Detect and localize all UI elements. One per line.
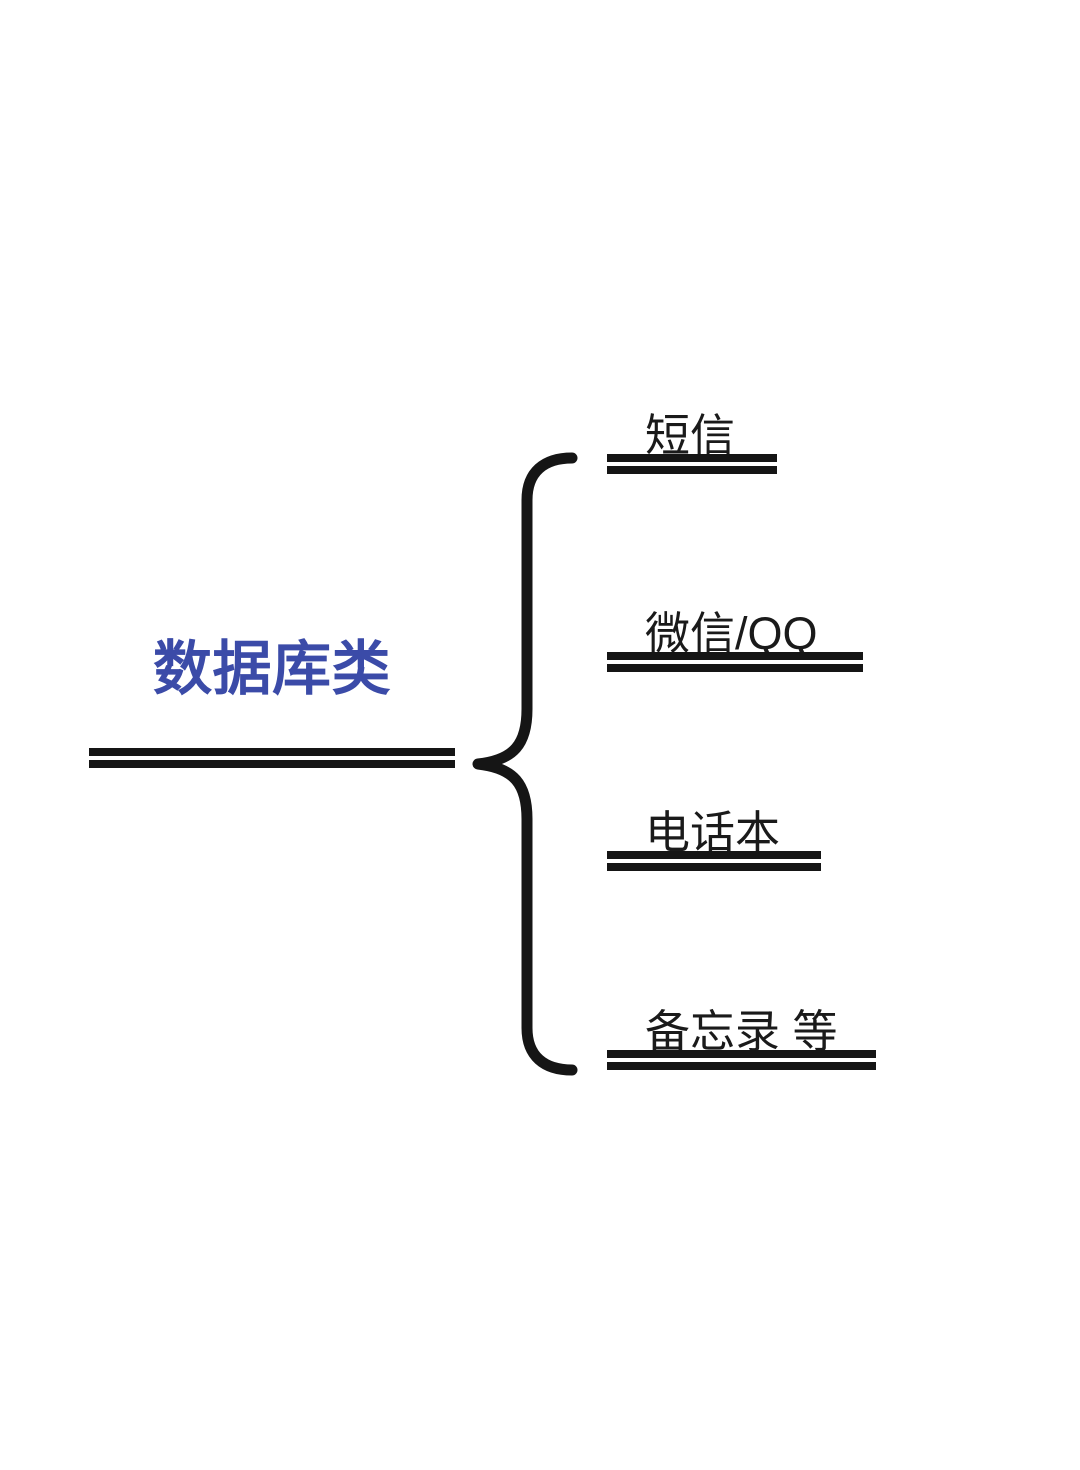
branch-4-underline-top-bar xyxy=(607,1050,876,1058)
branch-1-underline-top-bar xyxy=(607,454,777,462)
branch-label-4: 备忘录 等 xyxy=(645,1006,838,1057)
root-node-label: 数据库类 xyxy=(152,636,391,702)
branch-3-underline-bottom-bar xyxy=(607,863,821,871)
branch-2-underline-bottom-bar xyxy=(607,664,863,672)
branch-3-underline-top-bar xyxy=(607,851,821,859)
branch-1-underline-bottom-bar xyxy=(607,466,777,474)
branch-underline-2 xyxy=(607,652,863,672)
branch-label-2: 微信/QQ xyxy=(645,608,818,659)
branch-underline-1 xyxy=(607,454,777,474)
branch-label-1: 短信 xyxy=(645,410,736,461)
branch-label-3: 电话本 xyxy=(645,807,781,858)
root-underline-bottom-bar xyxy=(89,760,455,768)
branch-underline-3 xyxy=(607,851,821,871)
root-node[interactable]: 数据库类 xyxy=(89,636,455,768)
curly-brace-connector xyxy=(470,452,586,1076)
root-underline-top-bar xyxy=(89,748,455,756)
curly-brace-icon xyxy=(472,452,578,1076)
root-node-underline xyxy=(89,748,455,768)
branch-underline-4 xyxy=(607,1050,876,1070)
branch-2-underline-top-bar xyxy=(607,652,863,660)
branch-4-underline-bottom-bar xyxy=(607,1062,876,1070)
